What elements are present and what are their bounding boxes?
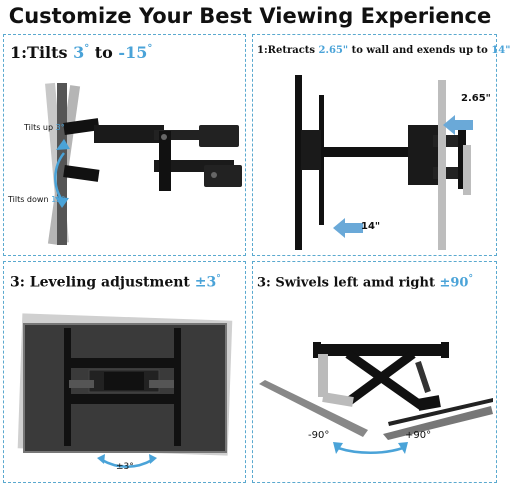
leveling-heading-prefix: 3: Leveling adjustment (10, 274, 195, 291)
arrow-up-icon (56, 139, 70, 150)
degree-symbol: ° (468, 274, 473, 284)
tilt-heading-to: to (89, 43, 119, 62)
arrow-left-icon (333, 218, 363, 238)
arrow-left-icon (97, 454, 105, 464)
extend-distance-label: 14" (361, 221, 381, 232)
tv-left-ghost (259, 380, 368, 437)
swivel-heading-prefix: 3: Swivels left amd right (257, 275, 440, 291)
leveling-illustration (17, 313, 233, 468)
tilt-up-value: 3 (73, 43, 85, 62)
tilt-panel: 1:Tilts 3° to -15° Tilts up 3° Tilts dow… (3, 34, 246, 256)
wall-plate (321, 344, 441, 356)
tv-right (383, 406, 493, 440)
tilt-arc-arrow (54, 152, 65, 201)
retract-illustration (295, 75, 473, 250)
arrow-down-icon (55, 197, 69, 208)
swivel-heading: 3: Swivels left amd right ±90° (257, 274, 473, 290)
swivel-panel: 3: Swivels left amd right ±90° -90° +90° (252, 261, 497, 483)
tv-panel (57, 83, 67, 245)
tilt-up-label: Tilts up 3° (24, 123, 65, 132)
leveling-heading: 3: Leveling adjustment ±3° (10, 274, 221, 291)
leveling-value: ±3 (194, 274, 217, 291)
arrow-left-icon (443, 115, 473, 135)
extend-value: 14" (491, 45, 510, 56)
degree-symbol: ° (147, 43, 153, 55)
retract-distance-label: 2.65" (461, 93, 491, 104)
degree-symbol: ° (216, 274, 221, 284)
level-angle-label: ±3° (116, 462, 134, 472)
arrow-right-icon (149, 454, 157, 464)
arrow-right-icon (398, 442, 408, 454)
retract-panel: 1:Retracts 2.65" to wall and exends up t… (252, 34, 510, 256)
tilt-down-value: -15 (118, 43, 148, 62)
retract-heading-mid: to wall and exends up to (348, 45, 492, 56)
page-title: Customize Your Best Viewing Experience (8, 4, 492, 28)
swivel-illustration (259, 342, 493, 454)
tilt-illustration (45, 82, 242, 245)
tilt-heading-prefix: 1:Tilts (10, 43, 74, 62)
swivel-right-label: +90° (405, 430, 432, 441)
leveling-panel: 3: Leveling adjustment ±3° ±3° (3, 261, 246, 483)
tilt-heading: 1:Tilts 3° to -15° (10, 43, 152, 62)
degree-symbol: ° (84, 43, 90, 55)
retract-heading: 1:Retracts 2.65" to wall and exends up t… (257, 45, 510, 56)
swivel-left-label: -90° (308, 430, 330, 441)
arrow-left-icon (333, 442, 343, 454)
swivel-value: ±90 (439, 275, 469, 291)
tilt-down-label: Tilts down 15° (8, 195, 66, 204)
swivel-arc-arrow (337, 446, 404, 454)
retract-value: 2.65" (318, 45, 349, 56)
retract-heading-prefix: 1:Retracts (257, 45, 319, 56)
level-arc-arrow (101, 458, 153, 468)
